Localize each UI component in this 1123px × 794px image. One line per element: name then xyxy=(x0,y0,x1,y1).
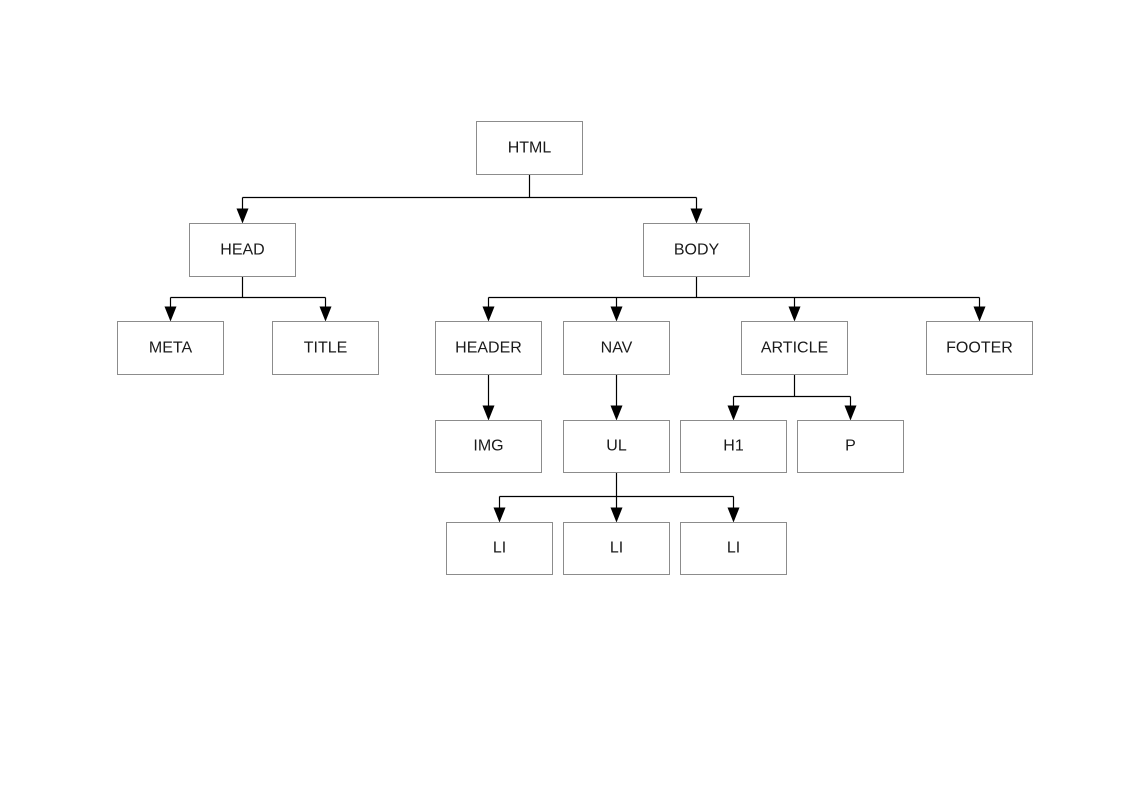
node-ul-box xyxy=(563,420,670,473)
arrowhead-ul xyxy=(610,405,623,421)
node-li2-box xyxy=(563,522,670,575)
arrowhead-article xyxy=(788,306,801,322)
connector-html xyxy=(236,174,703,224)
arrowhead-body xyxy=(690,208,703,224)
node-html: HTML xyxy=(476,121,583,175)
connector-header xyxy=(482,374,495,421)
node-article-box xyxy=(741,321,848,375)
node-h1-box xyxy=(680,420,787,473)
node-ul: UL xyxy=(563,420,670,473)
node-footer-label: FOOTER xyxy=(946,340,1013,357)
arrowhead-title xyxy=(319,306,332,322)
node-header-label: HEADER xyxy=(455,340,522,357)
node-p-box xyxy=(797,420,904,473)
connector-nav xyxy=(610,374,623,421)
node-head-label: HEAD xyxy=(220,242,264,259)
arrowhead-li1 xyxy=(493,507,506,523)
arrowhead-li3 xyxy=(727,507,740,523)
arrowhead-img xyxy=(482,405,495,421)
node-meta-label: META xyxy=(149,340,193,357)
node-li3-box xyxy=(680,522,787,575)
node-body-label: BODY xyxy=(674,242,720,259)
node-header-box xyxy=(435,321,542,375)
node-h1-label: H1 xyxy=(723,438,744,455)
node-title: TITLE xyxy=(272,321,379,375)
node-li3: LI xyxy=(680,522,787,575)
node-img-box xyxy=(435,420,542,473)
node-article: ARTICLE xyxy=(741,321,848,375)
node-p: P xyxy=(797,420,904,473)
node-title-label: TITLE xyxy=(304,340,348,357)
node-header: HEADER xyxy=(435,321,542,375)
arrowhead-header xyxy=(482,306,495,322)
connector-head xyxy=(164,276,332,322)
arrowhead-nav xyxy=(610,306,623,322)
connector-article xyxy=(727,374,857,421)
node-ul-label: UL xyxy=(606,438,627,455)
connector-ul xyxy=(493,472,740,523)
node-article-label: ARTICLE xyxy=(761,340,828,357)
node-nav-label: NAV xyxy=(601,340,633,357)
node-h1: H1 xyxy=(680,420,787,473)
edges-layer xyxy=(164,174,986,523)
node-li1-label: LI xyxy=(493,540,506,557)
node-li1-box xyxy=(446,522,553,575)
arrowhead-footer xyxy=(973,306,986,322)
node-body: BODY xyxy=(643,223,750,277)
node-footer: FOOTER xyxy=(926,321,1033,375)
arrowhead-h1 xyxy=(727,405,740,421)
arrowhead-meta xyxy=(164,306,177,322)
node-li3-label: LI xyxy=(727,540,740,557)
arrowhead-head xyxy=(236,208,249,224)
node-li1: LI xyxy=(446,522,553,575)
node-img-label: IMG xyxy=(473,438,503,455)
node-li2: LI xyxy=(563,522,670,575)
node-footer-box xyxy=(926,321,1033,375)
node-nav-box xyxy=(563,321,670,375)
node-li2-label: LI xyxy=(610,540,623,557)
node-title-box xyxy=(272,321,379,375)
node-head-box xyxy=(189,223,296,277)
node-meta: META xyxy=(117,321,224,375)
node-html-label: HTML xyxy=(508,140,552,157)
node-p-label: P xyxy=(845,438,856,455)
node-body-box xyxy=(643,223,750,277)
connector-body xyxy=(482,276,986,322)
node-nav: NAV xyxy=(563,321,670,375)
arrowhead-p xyxy=(844,405,857,421)
node-head: HEAD xyxy=(189,223,296,277)
node-html-box xyxy=(476,121,583,175)
arrowhead-li2 xyxy=(610,507,623,523)
node-meta-box xyxy=(117,321,224,375)
node-img: IMG xyxy=(435,420,542,473)
